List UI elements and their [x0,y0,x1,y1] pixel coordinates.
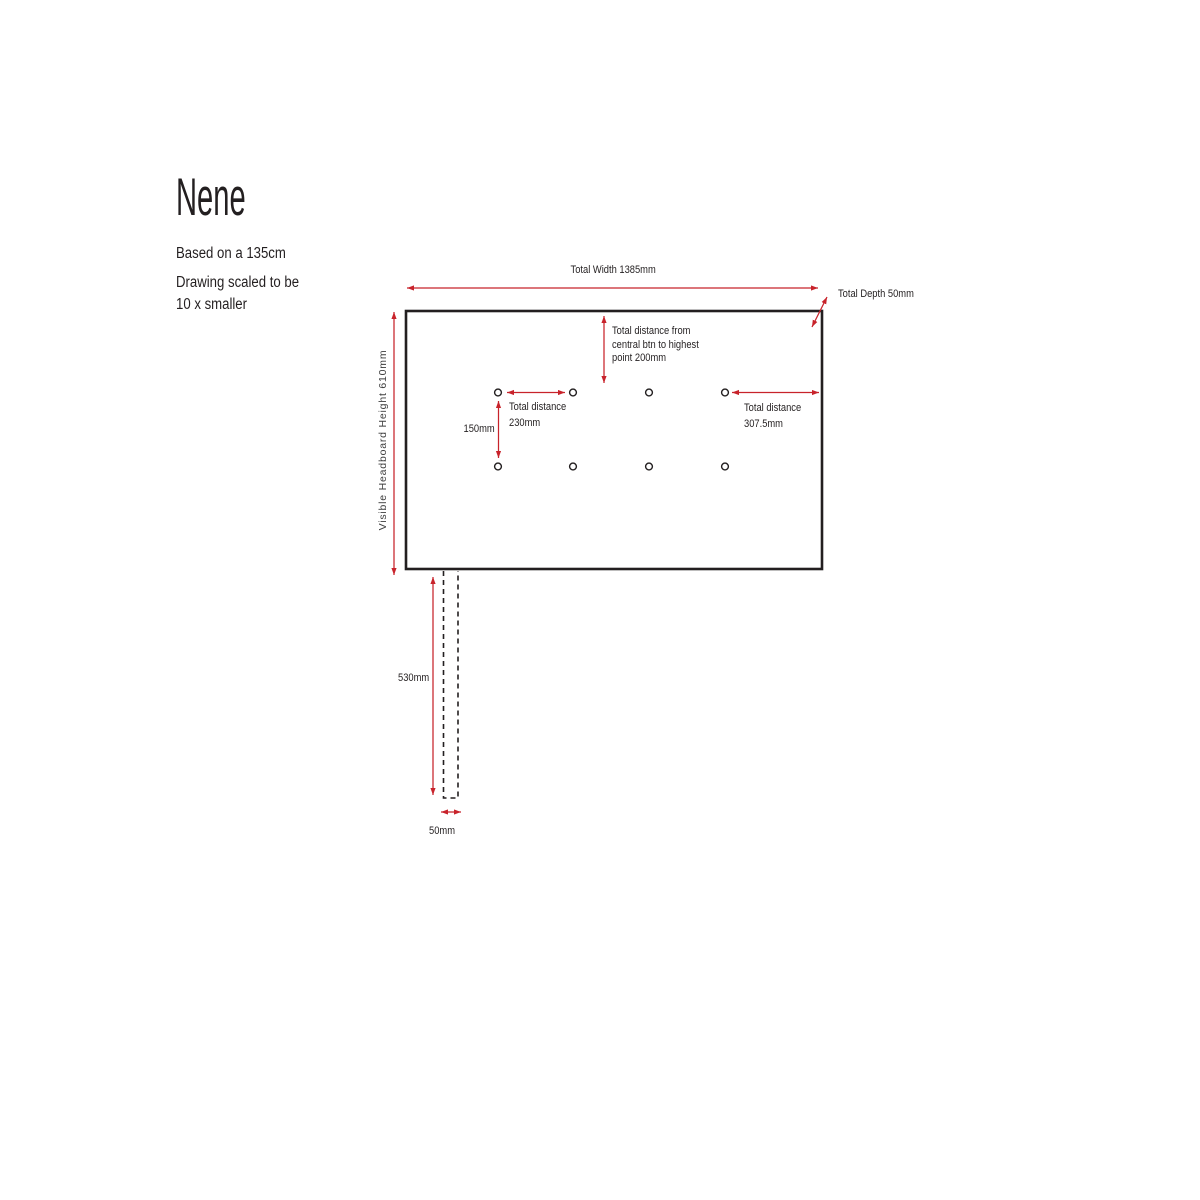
label-edge-spacing: Total distance 307.5mm [744,400,811,432]
label-button-spacing-line1: Total distance [509,401,567,413]
label-total-width-text: Total Width 1385mm [570,264,656,276]
label-leg-width: 50mm [429,825,460,839]
label-total-depth-text: Total Depth 50mm [838,288,914,300]
headboard-outline [404,309,824,571]
label-leg-length-text: 530mm [398,672,430,684]
label-central-button-line3: point 200mm [612,352,667,364]
headboard-button [493,462,503,471]
label-row-spacing-text: 150mm [463,423,495,435]
headboard-button [493,388,503,397]
label-total-width: Total Width 1385mm [513,264,713,278]
label-edge-spacing-line1: Total distance [744,402,802,414]
headboard-button [720,388,730,397]
label-central-button: Total distance from central btn to highe… [612,325,714,366]
headboard-button [568,462,578,471]
drawing-title-text: Nene [176,168,246,227]
label-button-spacing: Total distance 230mm [509,399,576,431]
dimension-line-total-depth [811,296,828,328]
headboard-buttons [493,388,730,471]
label-button-spacing-line2: 230mm [509,417,541,429]
label-leg-width-text: 50mm [429,825,455,837]
label-leg-length: 530mm [398,672,435,686]
label-visible-height: Visible Headboard Height 610mm [377,349,389,531]
leg-outline-dashed [442,571,459,799]
headboard-button [720,462,730,471]
headboard-button [644,462,654,471]
note-based-on: Based on a 135cm [176,243,305,265]
headboard-button [568,388,578,397]
label-central-button-line1: Total distance from [612,325,691,337]
note-based-on-text: Based on a 135cm [176,245,286,262]
label-total-depth: Total Depth 50mm [838,288,927,302]
headboard-button [644,388,654,397]
note-scale-line2: 10 x smaller [176,296,248,313]
label-edge-spacing-line2: 307.5mm [744,418,783,430]
label-row-spacing: 150mm [440,423,495,437]
label-central-button-line2: central btn to highest [612,338,699,351]
drawing-title: Nene [176,168,303,227]
note-scale-line1: Drawing scaled to be [176,274,300,291]
note-scale: Drawing scaled to be 10 x smaller [176,272,321,316]
